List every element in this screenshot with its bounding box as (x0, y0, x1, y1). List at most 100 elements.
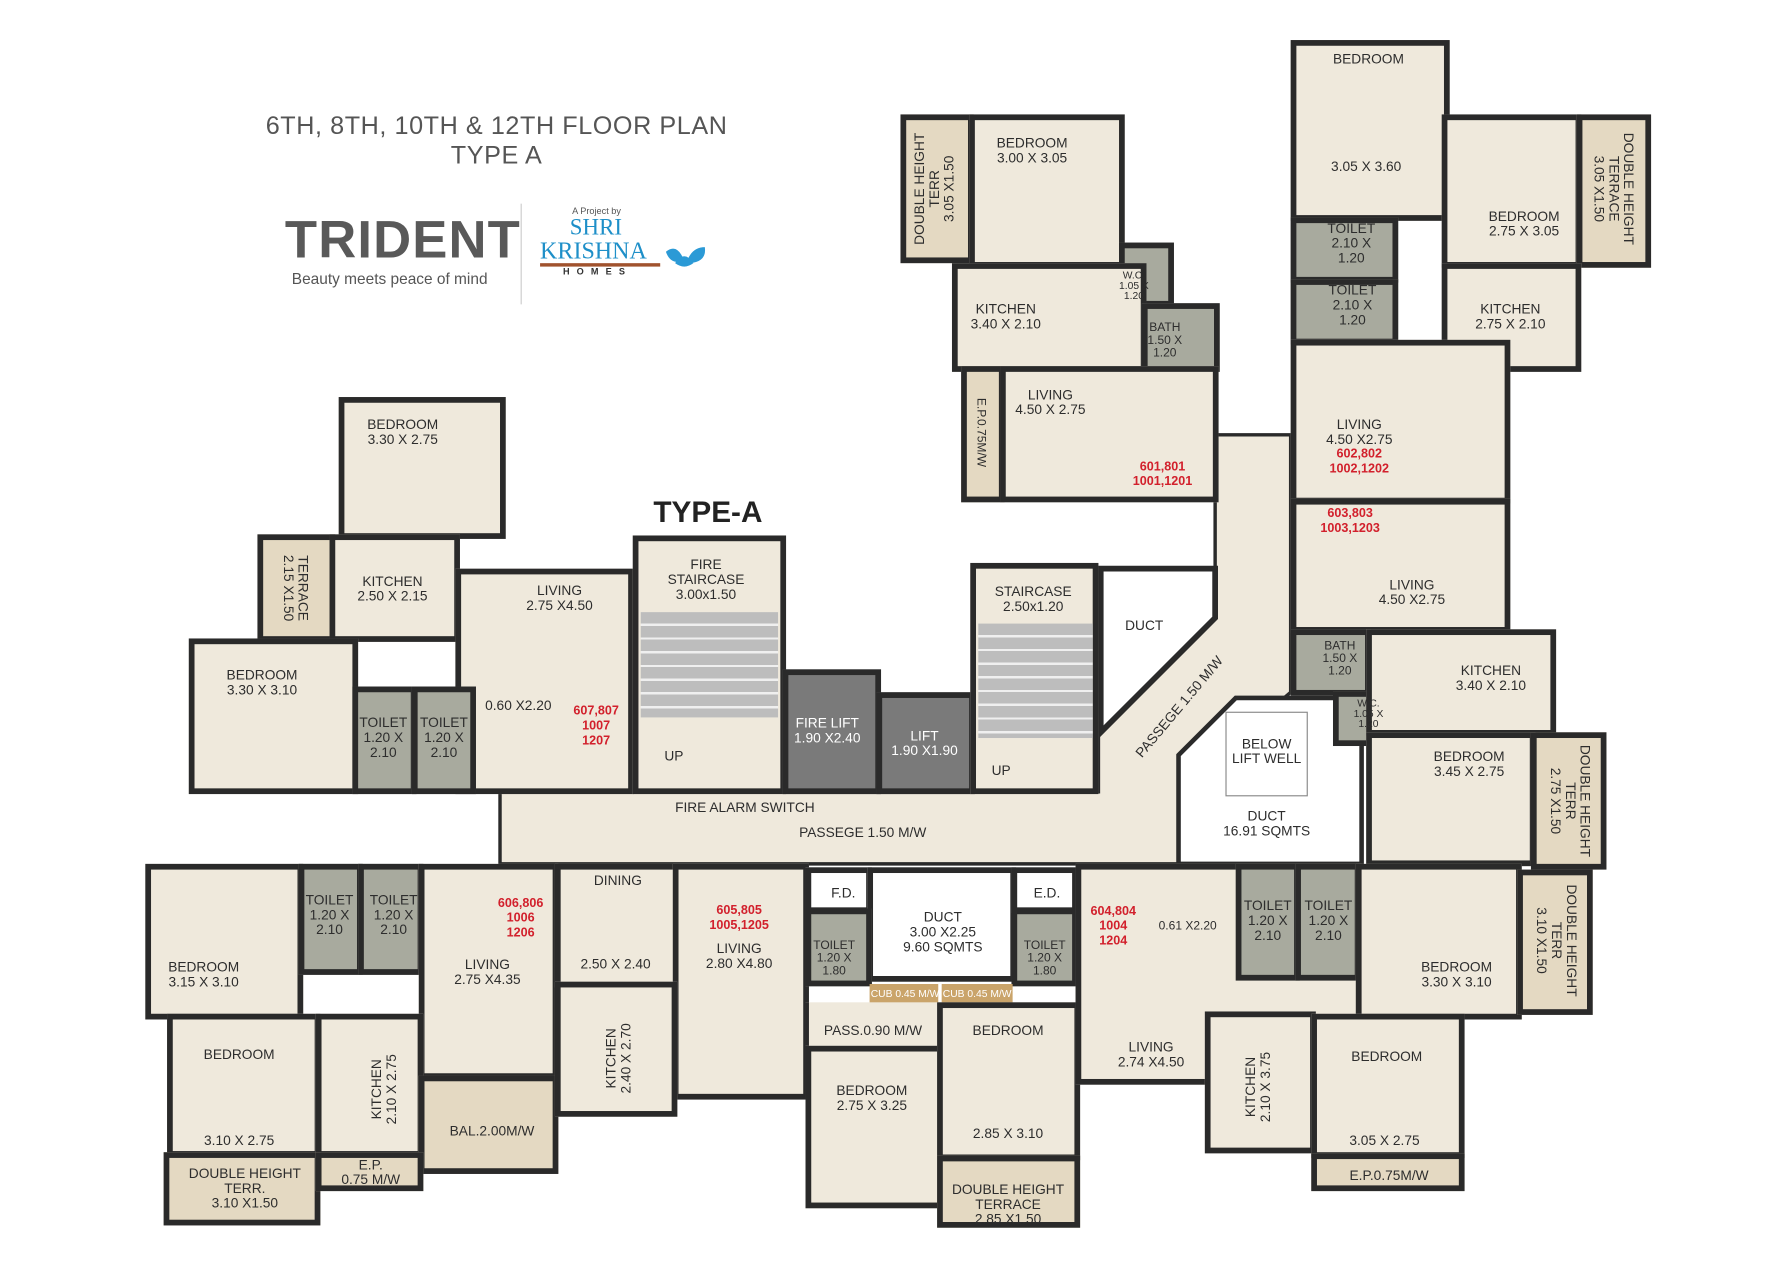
fire-duct-label: F.D. (831, 885, 856, 902)
passage-label: PASS.0.90 M/W (823, 1022, 923, 1039)
bedroom-size-label: 3.10 X 2.75 (204, 1132, 275, 1149)
duct-label: DUCT (1125, 617, 1164, 634)
lift[interactable] (876, 692, 975, 795)
room-toilet (411, 686, 476, 795)
room-bedroom (1355, 863, 1522, 1020)
logo-flute (540, 263, 661, 267)
room-living (1000, 366, 1219, 503)
dining-size-label: 0.60 X2.20 (485, 697, 552, 714)
bedroom-size-label: 3.05 X 3.60 (1331, 158, 1402, 175)
dining-size-label: 0.61 X2.20 (1158, 919, 1217, 934)
room-toilet (1011, 908, 1078, 987)
duct-shaft (1097, 565, 1219, 740)
room-living (672, 863, 809, 1100)
duct-shaft (867, 867, 1017, 982)
electric-duct-label: E.D. (1033, 885, 1061, 902)
room-bedroom (145, 863, 304, 1020)
room-bedroom (805, 1045, 943, 1209)
logo-divider (520, 203, 522, 305)
bedroom-label: BEDROOM (972, 1022, 1044, 1039)
cupboard (941, 984, 1013, 1004)
project-by-text: A Project by (572, 205, 621, 217)
type-a-label: TYPE-A (653, 494, 763, 529)
cupboard-label: CUB 0.45 M/W (942, 988, 1012, 1000)
dining-label: DINING (593, 872, 642, 889)
ep-label: E.P.0.75M/W (1349, 1167, 1429, 1184)
room-ep (1311, 1153, 1465, 1192)
fire-lift[interactable] (782, 669, 882, 795)
bedroom-label: BEDROOM (203, 1046, 275, 1063)
room-kitchen (1366, 629, 1557, 736)
bedroom-size-label: 2.85 X 3.10 (972, 1125, 1044, 1142)
trident-logo: TRIDENT Beauty meets peace of mind (284, 209, 521, 287)
room-bedroom (188, 638, 359, 795)
plan-subtitle: TYPE A (450, 140, 543, 170)
bedroom-label: BEDROOM (1332, 50, 1404, 67)
bedroom-label: BEDROOM (1351, 1048, 1423, 1065)
room-living (1290, 339, 1511, 504)
room-double-height-terrace (1576, 114, 1652, 268)
homes-text: H O M E S (562, 266, 628, 277)
shri-text: SHRI (569, 215, 622, 241)
room-toilet (1290, 279, 1399, 345)
below-lift-well (1225, 711, 1308, 797)
room-double-height-terrace (900, 114, 974, 264)
room-balcony (418, 1075, 559, 1174)
fire-stair-steps (640, 612, 779, 718)
trident-wordmark: TRIDENT (284, 209, 521, 269)
room-double-height-terrace (163, 1152, 321, 1226)
room-bedroom (338, 397, 506, 539)
ep-label: E.P.0.75M/W (974, 397, 989, 468)
cupboard-label: CUB 0.45 M/W (870, 988, 940, 1000)
up-label: UP (664, 747, 684, 764)
fire-alarm-switch-label: FIRE ALARM SWITCH (675, 799, 815, 816)
room-ep (315, 1152, 424, 1192)
room-toilet (352, 686, 417, 795)
krishna-text: KRISHNA (540, 236, 647, 265)
bedroom-size-label: 3.05 X 2.75 (1349, 1132, 1420, 1149)
balcony-label: BAL.2.00M/W (449, 1123, 535, 1140)
room-living (455, 568, 634, 795)
room-bedroom (1441, 114, 1582, 268)
room-kitchen (329, 534, 460, 642)
